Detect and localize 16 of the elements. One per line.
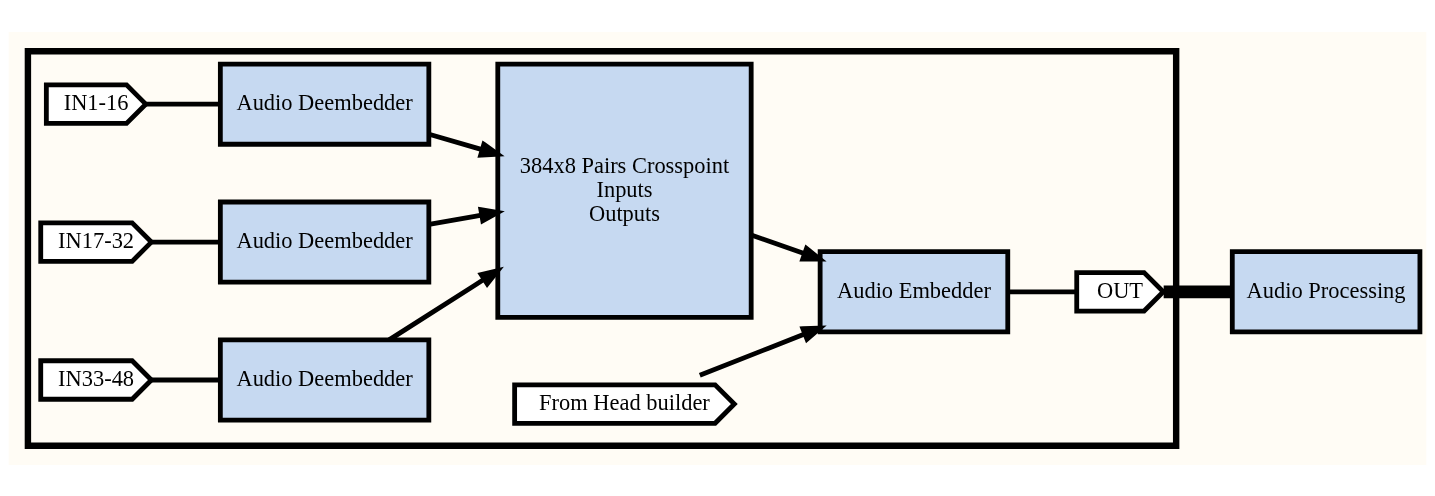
node-box: Audio Deembedder (217, 337, 432, 422)
node-box: Audio Embedder (817, 248, 1011, 334)
connector (151, 239, 220, 244)
arrow (428, 131, 505, 158)
connector (1163, 284, 1232, 298)
connector (151, 377, 220, 382)
connector (146, 101, 221, 107)
arrow (698, 324, 827, 377)
arrow (428, 206, 505, 227)
node-box: Audio Deembedder (217, 199, 432, 285)
cluster (24, 47, 1180, 449)
node-box: Audio Processing (1229, 248, 1423, 334)
arrow (750, 232, 827, 262)
node-box: Audio Deembedder (217, 61, 432, 147)
connector (1008, 288, 1077, 294)
node-box: 384x8 Pairs Crosspoint Inputs Outputs (495, 61, 754, 320)
